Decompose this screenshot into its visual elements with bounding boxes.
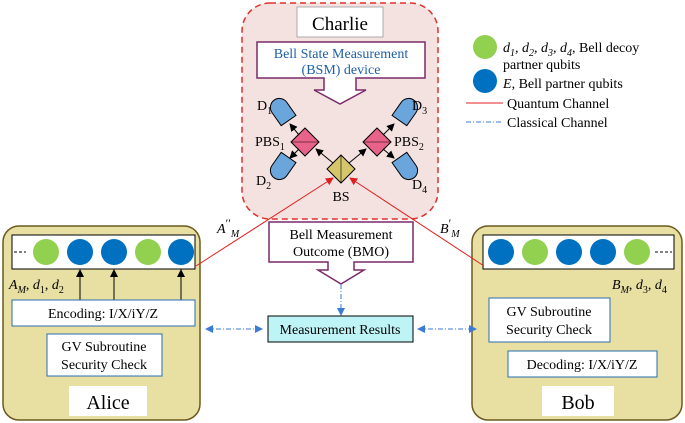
bob-qubit-2 [522, 239, 548, 265]
legend-partner-label: E, Bell partner qubits [502, 77, 623, 92]
bob-decoding-box [507, 350, 658, 378]
legend-partner-swatch [473, 69, 497, 93]
charlie-title-box [296, 6, 384, 38]
bob-qubit-1 [488, 239, 514, 265]
legend-decoy-label-2: partner qubits [503, 58, 580, 73]
pbs2-to-d4 [382, 148, 395, 159]
bmo-box [268, 221, 414, 285]
alice-qubit-4 [135, 239, 161, 265]
legend-decoy-swatch [473, 35, 497, 59]
bs-to-pbs2 [348, 148, 367, 164]
measurement-results-box [267, 315, 414, 343]
alice-qubit-5 [168, 239, 194, 265]
alice-name: Alice [86, 392, 129, 414]
bsm-device-box [256, 41, 426, 105]
bob-name: Bob [561, 392, 594, 414]
legend-quantum-label: Quantum Channel [507, 97, 609, 112]
alice-qubit-2 [67, 239, 93, 265]
alice-gv-line2: Security Check [61, 358, 147, 373]
legend: d1, d2, d3, d4, Bell decoy partner qubit… [466, 35, 639, 131]
alice-encoding-box [11, 299, 196, 327]
pbs1-to-d2 [289, 148, 300, 159]
bs-to-pbs1 [315, 148, 334, 164]
bmo-label-2: Outcome (BMO) [293, 245, 389, 260]
quantum-channel-alice [195, 177, 334, 267]
alice-encoding-label: Encoding: I/X/iY/Z [48, 307, 158, 322]
legend-decoy-label: d1, d2, d3, d4, Bell decoy [503, 41, 639, 59]
bob-qubit-4 [590, 239, 616, 265]
measurement-results-label: Measurement Results [280, 323, 401, 338]
pbs-2 [362, 127, 392, 157]
alice-gv-line1: GV Subroutine [62, 340, 147, 355]
pbs1-to-d1 [289, 123, 300, 136]
alice-channel-label: A′′M [216, 216, 240, 240]
bsm-device-label-2: (BSM) device [302, 63, 381, 78]
detector-d2 [269, 151, 297, 181]
bob-qubit-3 [556, 239, 582, 265]
detector-d3 [391, 97, 419, 127]
alice-qubit-1 [33, 239, 59, 265]
bob-register-label: BM, d3, d4 [612, 278, 667, 296]
bob-gv-line2: Security Check [506, 323, 592, 338]
pbs-label-1: PBS1 [255, 135, 285, 153]
bob-gv-line1: GV Subroutine [507, 305, 592, 320]
alice-name-box [69, 386, 147, 416]
pbs-label-2: PBS2 [394, 135, 424, 153]
detector-d4 [391, 151, 419, 181]
bob-qubits [488, 239, 650, 265]
legend-classical-label: Classical Channel [507, 116, 608, 131]
pbs-1 [290, 127, 320, 157]
bs-label: BS [332, 190, 349, 205]
charlie-title: Charlie [312, 14, 368, 35]
pbs2-to-d3 [382, 123, 395, 136]
bob-decoding-label: Decoding: I/X/iY/Z [527, 358, 638, 373]
detector-d1 [269, 97, 297, 127]
quantum-channel-bob [349, 177, 485, 267]
bmo-label-1: Bell Measurement [289, 228, 392, 243]
alice-register-label: AM, d1, d2 [8, 278, 64, 296]
beam-splitter [326, 154, 356, 184]
alice-gv-box [46, 333, 163, 377]
bob-qubit-5 [624, 239, 650, 265]
bsm-device-label-1: Bell State Measurement [274, 47, 409, 62]
bob-channel-label: B′M [440, 216, 460, 240]
bob-gv-box [488, 297, 611, 343]
bob-name-box [542, 386, 614, 416]
alice-qubits [33, 239, 194, 265]
alice-qubit-3 [101, 239, 127, 265]
